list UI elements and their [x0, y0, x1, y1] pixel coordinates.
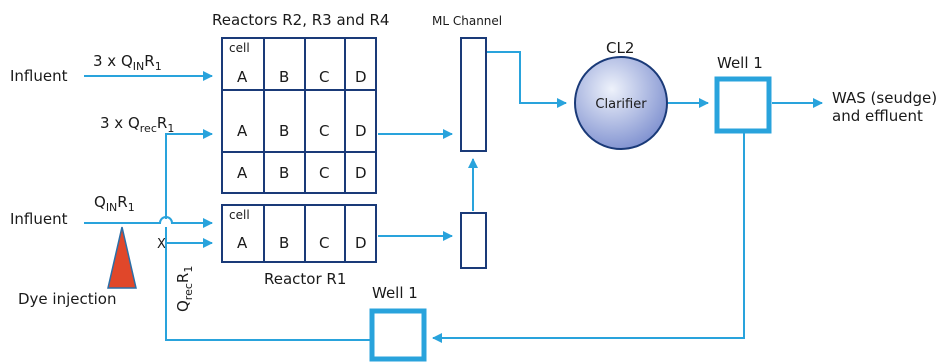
influent-bottom-label: Influent	[10, 210, 68, 228]
influent-bottom-arrow	[84, 216, 213, 228]
cell-c-row2: C	[319, 122, 329, 140]
recycle-to-top-line	[165, 133, 212, 219]
cell-c-r1: C	[319, 234, 329, 252]
cell-word-top: cell	[229, 41, 250, 55]
reactor-grid-top: cell A B C D A B C D A B C D	[221, 37, 377, 194]
well-bottom-label: Well 1	[372, 284, 418, 302]
cell-c-row1: C	[319, 68, 329, 86]
reactor-grid-top-frame	[221, 37, 377, 194]
dye-injection-label: Dye injection	[18, 290, 116, 308]
cell-c-row3: C	[319, 164, 329, 182]
well-return-arrow	[432, 133, 745, 343]
flow-top-label: 3 x QINR1	[93, 52, 162, 73]
x-mark: X	[157, 237, 166, 252]
recycle-return-line	[165, 227, 372, 341]
ml-channel-box	[460, 37, 487, 152]
ml-channel-label: ML Channel	[432, 14, 502, 28]
qrec-vertical-label: QrecR1	[174, 266, 195, 312]
reactor-r1-frame	[221, 204, 377, 263]
cell-a-row3: A	[237, 164, 248, 182]
cell-a-row2: A	[237, 122, 248, 140]
cell-b-row2: B	[279, 122, 289, 140]
cell-a-r1: A	[237, 234, 248, 252]
cell-d-r1: D	[355, 234, 367, 252]
cell-b-r1: B	[279, 234, 289, 252]
cell-d-row1: D	[355, 68, 367, 86]
cell-d-row2: D	[355, 122, 367, 140]
reactor-r1-label: Reactor R1	[264, 270, 346, 288]
dye-injection-cone	[107, 226, 137, 289]
ml-to-clarifier-arrow	[487, 51, 567, 108]
reactors-top-title: Reactors R2, R3 and R4	[212, 11, 389, 29]
well-top-box	[714, 76, 772, 134]
well-bottom-box	[369, 308, 427, 362]
cell-b-row3: B	[279, 164, 289, 182]
ml-channel-lower-box	[460, 212, 487, 269]
cell-b-row1: B	[279, 68, 289, 86]
cl2-label: CL2	[606, 39, 634, 57]
cell-d-row3: D	[355, 164, 367, 182]
flow-lines	[84, 51, 823, 343]
flow-rec-label: 3 x QrecR1	[100, 114, 174, 135]
clarifier-label: Clarifier	[595, 97, 647, 112]
flow-r1-label: QINR1	[94, 193, 135, 214]
cell-a-row1: A	[237, 68, 248, 86]
reactor-r1-grid: cell A B C D	[221, 204, 377, 263]
clarifier-circle	[574, 56, 668, 150]
was-label-1: WAS (seudge)	[832, 89, 937, 107]
was-label-2: and effluent	[832, 107, 923, 125]
well-top-label: Well 1	[717, 54, 763, 72]
influent-top-label: Influent	[10, 67, 68, 85]
cell-word-r1: cell	[229, 208, 250, 222]
